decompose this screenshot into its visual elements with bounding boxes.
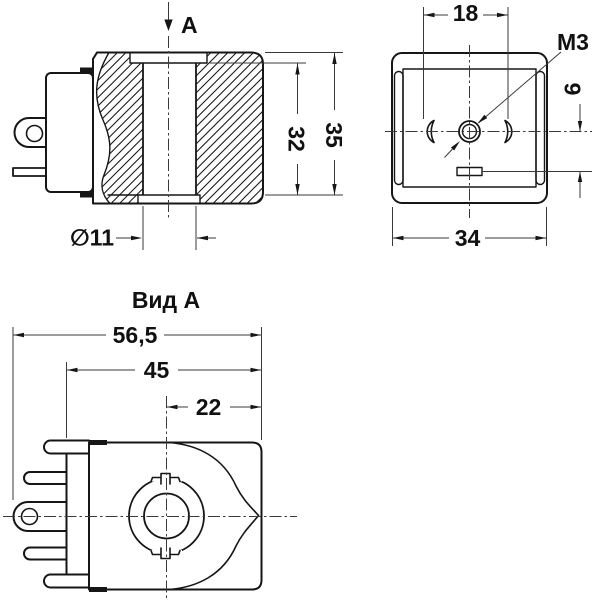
dim-18-text: 18 [453, 0, 479, 26]
thread-callout: М3 [444, 29, 589, 158]
dim-56-5-text: 56,5 [113, 322, 158, 348]
bayonet-notch-right [504, 119, 513, 144]
gate-mark-bottom [89, 587, 107, 592]
connector-block [45, 72, 94, 193]
bayonet-notch-left [426, 119, 435, 144]
dim-9-text: 9 [560, 83, 586, 96]
dim-center-to-edge: 22 [166, 394, 262, 420]
view-arrow-label: А [181, 12, 198, 38]
dim-face-width: 34 [392, 207, 547, 251]
hatch-area [96, 52, 263, 204]
side-rib-right [535, 70, 546, 186]
dim-bayonet-spacing: 18 [423, 0, 509, 119]
m3-label: М3 [557, 29, 589, 55]
dim-d11-text: ∅11 [70, 225, 114, 251]
terminal-pin [12, 167, 47, 177]
dim-bore-diameter: ∅11 [70, 206, 216, 251]
dim-45-text: 45 [144, 357, 170, 383]
terminal-pin-upper [23, 471, 68, 485]
section-view: А 32 35 ∅11 [12, 2, 347, 251]
terminal-pin-lower [23, 546, 68, 561]
view-title: Вид А [132, 287, 200, 313]
gate-mark-top [89, 440, 107, 445]
side-rib-left [393, 70, 404, 186]
dim-34-text: 34 [455, 225, 481, 251]
molding-break-line [95, 51, 111, 205]
coil-body-outline [92, 51, 264, 205]
dim-slot-offset: 9 [482, 83, 592, 198]
mounting-tab-hole-top-view [20, 507, 39, 526]
dim-35-text: 35 [321, 122, 347, 148]
view-direction-arrow: А [164, 2, 198, 38]
bottom-recess [107, 194, 201, 205]
bore-walls [142, 63, 197, 195]
spring-clip-curve [167, 441, 260, 591]
dim-22-text: 22 [196, 394, 222, 420]
dim-body-width: 45 [66, 357, 262, 438]
dim-32-text: 32 [284, 126, 310, 152]
connector-latch-bottom [80, 191, 92, 198]
dim-height-inner: 32 [209, 62, 310, 195]
dim-overall-width: 56,5 [12, 322, 262, 500]
key-notch-top [150, 472, 181, 485]
mounting-tab [13, 117, 47, 148]
dim-height-total: 35 [265, 52, 347, 196]
top-view: Вид А 56,5 [3, 287, 297, 599]
connector-flange-bottom [43, 573, 90, 589]
coil-top-outline [88, 441, 263, 591]
connector-latch-top [80, 67, 92, 74]
face-view: 18 М3 9 34 [385, 0, 592, 251]
mounting-tab-hole [25, 124, 44, 143]
key-notch-bottom [150, 547, 181, 560]
connector-flange-top [43, 439, 90, 455]
